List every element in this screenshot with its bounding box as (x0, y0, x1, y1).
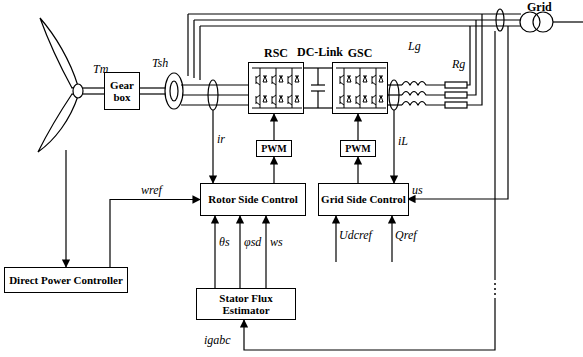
node-text: Direct Power Controller (9, 274, 123, 286)
node-text: GSC (348, 47, 373, 60)
gearbox: Gear box (104, 72, 140, 110)
node-text: Gear box (105, 79, 139, 103)
signal-arrow (357, 114, 358, 140)
converter-box: RSC (248, 62, 304, 114)
signal-arrow (273, 114, 274, 140)
signal-label: DC-Link (297, 46, 343, 59)
control-box: Grid Side Control (318, 183, 409, 216)
signal-label: Grid (527, 1, 552, 14)
edge-label: θs (218, 236, 231, 249)
pwm-box: PWM (256, 140, 292, 157)
signal-arrow (273, 157, 274, 183)
node-text: Rotor Side Control (208, 193, 297, 205)
signal-label: Tsh (152, 57, 168, 70)
signal-label: Qref (395, 229, 417, 242)
signal-label: Rg (452, 58, 465, 71)
signal-label: igabc (204, 334, 231, 347)
controller-box: Direct Power Controller (4, 267, 128, 293)
signal-arrow (265, 216, 266, 288)
signal-label: Udcref (339, 229, 372, 242)
node-text: Grid Side Control (321, 193, 406, 205)
edge-label: ws (269, 236, 284, 249)
signal-label: us (412, 184, 423, 197)
estimator-box: Stator Flux Estimator (196, 288, 296, 320)
node-text: PWM (345, 143, 371, 154)
signal-label: Lg (408, 40, 421, 53)
node-text: Stator Flux Estimator (197, 292, 295, 316)
node-text: PWM (261, 143, 287, 154)
signal-arrow (357, 157, 358, 183)
signal-arrow (110, 200, 200, 268)
edge-label: φsd (243, 236, 262, 249)
signal-label: ir (217, 133, 225, 146)
node-text: RSC (264, 47, 288, 60)
pwm-box: PWM (340, 140, 376, 157)
signal-arrow (239, 216, 240, 288)
signal-label: iL (398, 135, 408, 148)
edge-label: wref (140, 184, 163, 197)
signal-label: Tm (93, 63, 108, 76)
signal-arrow (214, 216, 215, 288)
control-box: Rotor Side Control (200, 183, 306, 216)
converter-box: GSC (332, 62, 388, 114)
